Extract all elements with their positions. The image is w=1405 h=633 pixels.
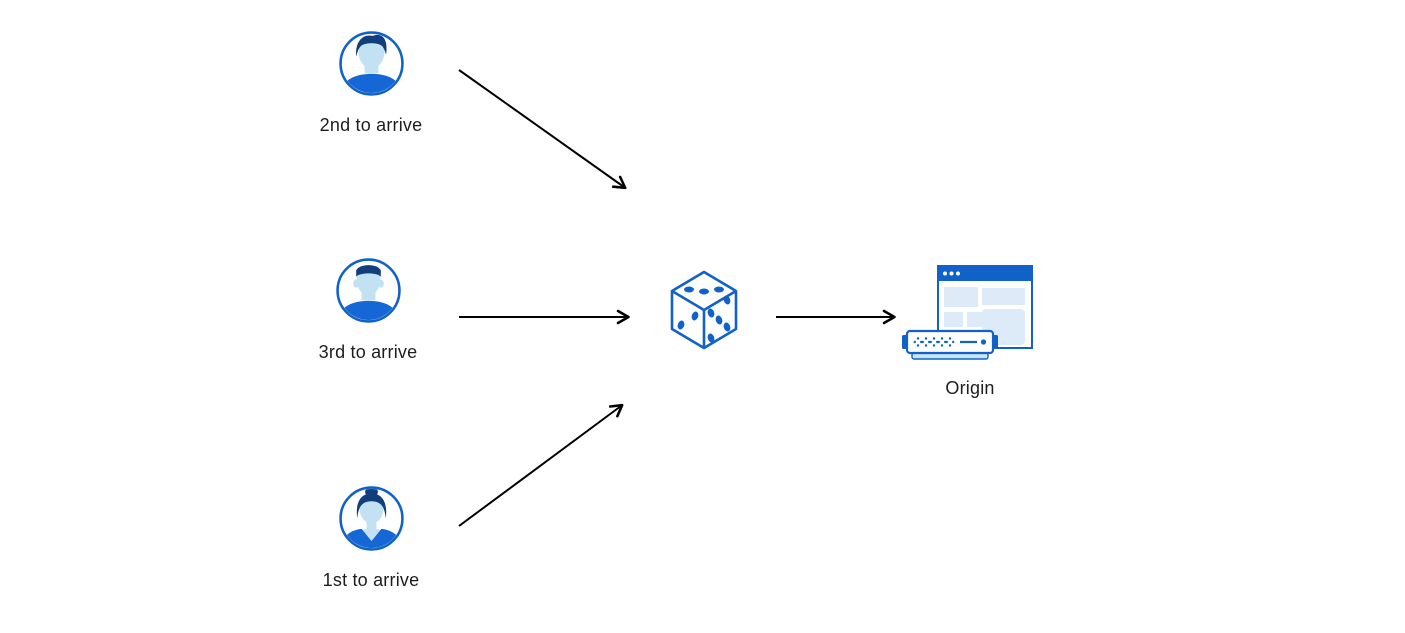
male-avatar-icon xyxy=(338,31,404,96)
male-avatar-icon xyxy=(335,258,401,323)
user-first-node: 1st to arrive xyxy=(305,485,437,591)
node-label: Origin xyxy=(945,378,995,398)
user-second-node: 2nd to arrive xyxy=(305,30,437,136)
node-label: 1st to arrive xyxy=(322,570,420,590)
dice-icon xyxy=(670,270,738,350)
origin-server-browser-icon xyxy=(902,265,1033,360)
edge-second-to-dice xyxy=(458,69,627,190)
female-avatar-icon xyxy=(338,486,404,551)
node-label: 3rd to arrive xyxy=(318,342,418,362)
edge-first-to-dice xyxy=(458,403,624,527)
origin-node: Origin xyxy=(883,264,1043,399)
randomizer-node xyxy=(668,268,740,356)
user-third-node: 3rd to arrive xyxy=(302,257,434,363)
node-label: 2nd to arrive xyxy=(319,115,423,135)
